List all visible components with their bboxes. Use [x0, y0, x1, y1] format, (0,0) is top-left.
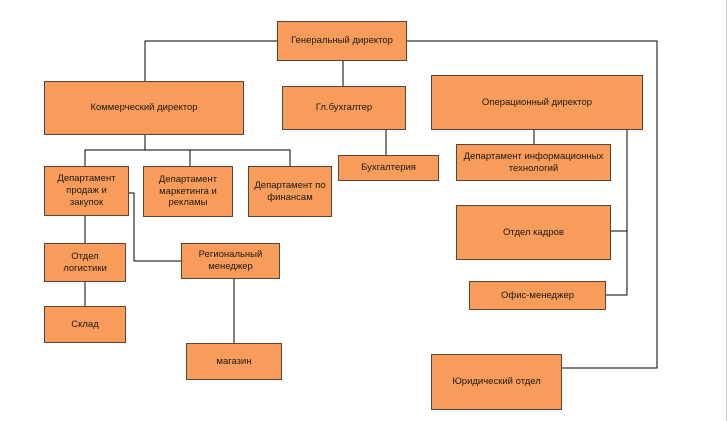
node-sales-department-label: Департамент продаж и закупок: [57, 173, 116, 208]
node-logistics-department: Отдел логистики: [44, 243, 126, 282]
node-it-department: Департамент информационных технологий: [456, 144, 611, 181]
line-sales-to-regional: [129, 192, 181, 262]
node-operational-director: Операционный директор: [431, 75, 643, 130]
node-logistics-department-label: Отдел логистики: [63, 250, 107, 274]
node-operational-director-label: Операционный директор: [481, 96, 593, 108]
node-legal-department: Юридический отдел: [431, 354, 562, 410]
node-accounting: Бухгалтерия: [338, 155, 439, 181]
node-store-label: магазин: [216, 355, 252, 367]
node-general-director-label: Генеральный директор: [291, 35, 393, 47]
node-warehouse-label: Склад: [71, 318, 99, 330]
node-sales-department: Департамент продаж и закупок: [44, 166, 129, 216]
line-comm-bus: [84, 149, 291, 166]
line-op-rail: [606, 130, 628, 296]
node-office-manager: Офис-менеджер: [469, 281, 606, 310]
node-accounting-label: Бухгалтерия: [361, 162, 416, 174]
line-gen-to-comm: [144, 40, 277, 81]
node-regional-manager: Региональный менеджер: [181, 243, 280, 279]
node-chief-accountant: Гл.бухгалтер: [282, 86, 406, 130]
node-hr-department-label: Отдел кадров: [503, 226, 564, 238]
node-finance-department-label: Департамент по финансам: [254, 179, 326, 203]
node-legal-department-label: Юридический отдел: [452, 376, 541, 388]
node-it-department-label: Департамент информационных технологий: [463, 150, 604, 174]
node-finance-department: Департамент по финансам: [248, 166, 332, 217]
node-chief-accountant-label: Гл.бухгалтер: [315, 102, 373, 114]
node-general-director: Генеральный директор: [277, 21, 407, 61]
line-gen-to-legal: [407, 40, 658, 369]
node-marketing-department-label: Департамент маркетинга и рекламы: [158, 173, 218, 209]
node-store: магазин: [186, 343, 282, 380]
node-commercial-director-label: Коммерческий директор: [90, 102, 198, 114]
node-commercial-director: Коммерческий директор: [44, 81, 244, 135]
node-marketing-department: Департамент маркетинга и рекламы: [143, 166, 233, 217]
node-hr-department: Отдел кадров: [456, 205, 611, 260]
node-warehouse: Склад: [44, 306, 126, 343]
node-office-manager-label: Офис-менеджер: [500, 289, 575, 301]
node-regional-manager-label: Региональный менеджер: [198, 249, 263, 272]
